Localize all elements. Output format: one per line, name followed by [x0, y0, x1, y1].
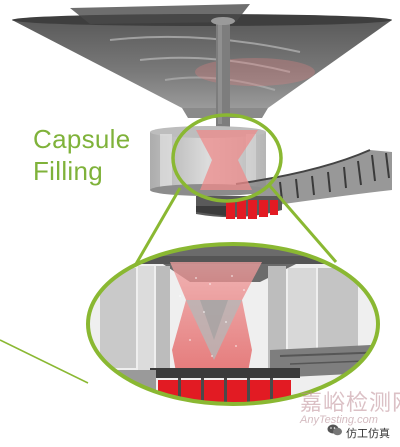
wechat-icon: [327, 424, 342, 436]
pointer-line: [0, 339, 89, 384]
focus-ellipse-small: [171, 113, 283, 203]
watermark-english: AnyTesting.com: [300, 414, 378, 426]
caption-line-2: Filling: [33, 156, 104, 186]
zoom-connector-right: [268, 185, 338, 263]
hopper-funnel: [12, 4, 392, 118]
powder-cone-small: [196, 130, 258, 190]
watermark-chinese: 嘉峪检测网: [300, 391, 400, 416]
caption-line-1: Capsule: [33, 124, 131, 154]
focus-ellipse-large: [86, 242, 380, 406]
funnel-body: [12, 20, 392, 108]
wechat-account-label: 仿工仿真: [346, 427, 390, 440]
zoom-connector-left: [134, 187, 182, 265]
